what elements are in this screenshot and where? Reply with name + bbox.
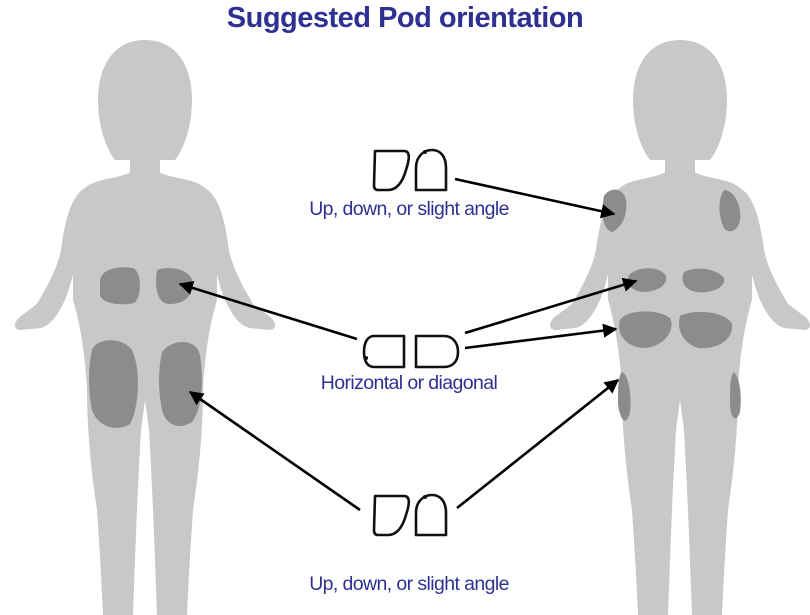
body-silhouette-front: [15, 40, 275, 615]
arrow-to-buttock: [465, 329, 616, 348]
pod-vertical-icon-lower: [374, 495, 446, 535]
pod-vertical-icon-upper: [374, 150, 446, 190]
pod-horizontal-icon: [364, 336, 458, 367]
zone-outer-thigh-right: [730, 372, 741, 418]
zone-thigh-right: [159, 342, 202, 426]
arrow-to-front-thigh: [190, 392, 360, 510]
caption-horizontal-orientation: Horizontal or diagonal: [321, 372, 498, 395]
zone-thigh-left: [89, 340, 138, 428]
zone-abdomen-left: [100, 267, 140, 304]
caption-thigh-orientation: Up, down, or slight angle: [309, 573, 509, 596]
caption-upper-arm-orientation: Up, down, or slight angle: [309, 198, 509, 221]
arrow-to-back-thigh: [457, 380, 618, 508]
